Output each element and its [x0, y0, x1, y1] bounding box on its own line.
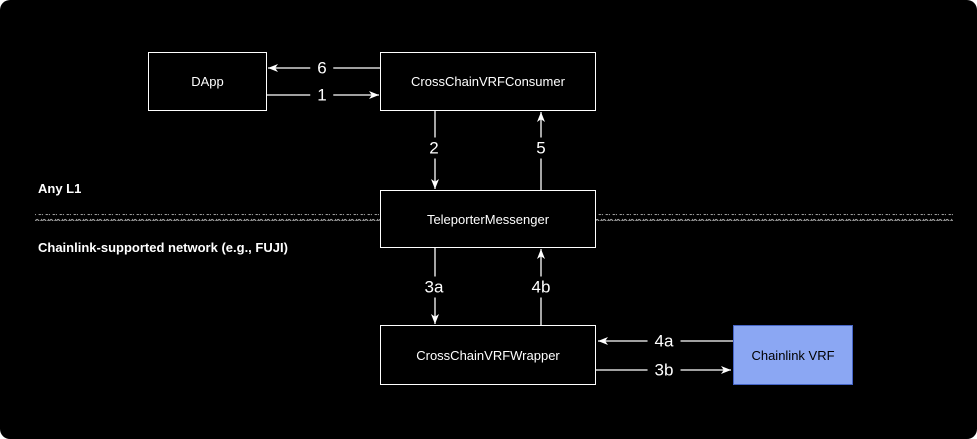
node-teleportermessenger-label: TeleporterMessenger — [426, 211, 550, 227]
node-dapp-label: DApp — [191, 74, 224, 89]
node-crosschainvrfconsumer: CrossChainVRFConsumer — [380, 52, 596, 111]
node-chainlink-vrf-label: Chainlink VRF — [751, 347, 835, 363]
edge-label-3a: 3a — [417, 276, 451, 298]
edge-label-6: 6 — [310, 57, 334, 79]
node-crosschainvrfwrapper-label: CrossChainVRFWrapper — [416, 347, 560, 363]
node-dapp: DApp — [148, 52, 267, 111]
edge-label-4b: 4b — [524, 276, 558, 298]
node-crosschainvrfwrapper: CrossChainVRFWrapper — [380, 325, 596, 385]
edge-label-5: 5 — [529, 137, 553, 159]
zone-label-any-l1: Any L1 — [38, 181, 82, 196]
node-teleportermessenger: TeleporterMessenger — [380, 190, 596, 248]
edge-label-2: 2 — [422, 137, 446, 159]
zone-label-chainlink-network: Chainlink-supported network (e.g., FUJI) — [38, 240, 288, 255]
edge-label-1: 1 — [310, 84, 334, 106]
node-chainlink-vrf: Chainlink VRF — [733, 325, 853, 385]
node-crosschainvrfconsumer-label: CrossChainVRFConsumer — [411, 74, 565, 89]
edge-label-3b: 3b — [647, 359, 681, 381]
edge-label-4a: 4a — [647, 330, 681, 352]
